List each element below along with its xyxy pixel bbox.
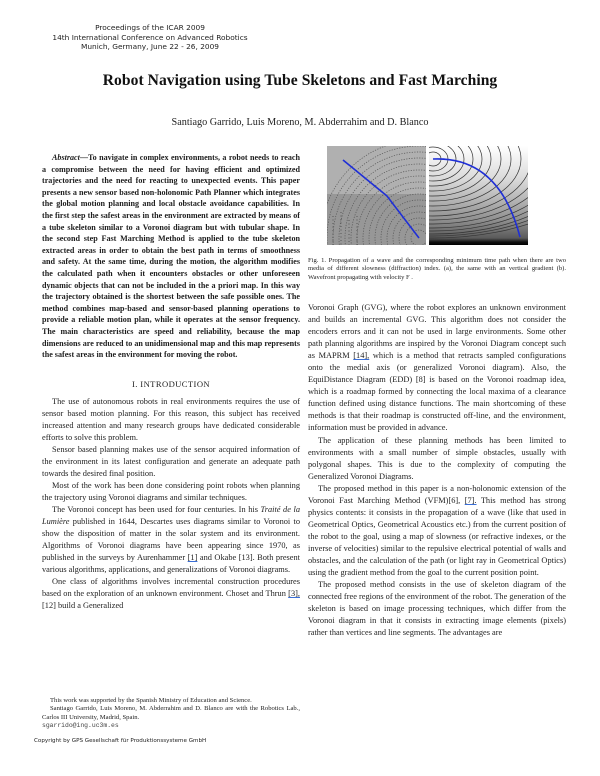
citation-link-3[interactable]: [3], <box>288 589 300 598</box>
paper-authors: Santiago Garrido, Luis Moreno, M. Abderr… <box>171 117 429 128</box>
right-paragraph-4: The proposed method consists in the use … <box>308 580 566 638</box>
figure-1-caption: Fig. 1. Propagation of a wave and the co… <box>308 257 566 281</box>
text-run: One class of algorithms involves increme… <box>42 577 300 598</box>
figure-1b-image <box>429 146 528 245</box>
text-run: The Voronoi concept has been used for fo… <box>52 505 261 514</box>
citation-link-1[interactable]: [1] <box>187 553 198 562</box>
text-run: and Okabe [13]. Both present various alg… <box>42 553 300 574</box>
abstract-text: —To navigate in complex environments, a … <box>42 153 300 360</box>
right-paragraph-3: The proposed method in this paper is a n… <box>308 483 566 579</box>
minimum-time-path-a <box>342 159 420 239</box>
text-run: The proposed method in this paper is a n… <box>308 483 566 505</box>
right-paragraph-2: The application of these planning method… <box>308 435 566 481</box>
intro-paragraph-1: The use of autonomous robots in real env… <box>42 397 300 442</box>
text-run: which is a method that retracts sampled … <box>308 351 566 433</box>
right-column-text: Voronoi Graph (GVG), where the robot exp… <box>308 302 566 639</box>
copyright-notice: Copyright by GPS Gesellschaft für Produk… <box>34 738 207 744</box>
section-heading-introduction: I. INTRODUCTION <box>131 379 211 389</box>
proceedings-line-2: 14th International Conference on Advance… <box>52 32 248 42</box>
intro-paragraph-4: The Voronoi concept has been used for fo… <box>42 504 300 576</box>
text-run: Voronoi Graph (GVG), where the robot exp… <box>308 303 566 361</box>
footnote: This work was supported by the Spanish M… <box>42 697 300 730</box>
citation-link-7[interactable]: [7]. <box>464 495 477 505</box>
footnote-email: sgarrido@ing.uc3m.es <box>42 721 119 729</box>
italic-title: Traité de la Lumière <box>42 505 300 526</box>
footnote-funding: This work was supported by the Spanish M… <box>50 697 252 704</box>
text-run: This method has strong physics contents:… <box>308 495 566 578</box>
citation-link-14[interactable]: [14], <box>353 351 370 361</box>
proceedings-line-1: Proceedings of the ICAR 2009 <box>95 23 205 32</box>
intro-paragraph-5: One class of algorithms involves increme… <box>42 576 300 612</box>
intro-paragraph-2: Sensor based planning makes use of the s… <box>42 445 300 478</box>
proceedings-header: Proceedings of the ICAR 2009 14th Intern… <box>0 23 300 52</box>
paper-title: Robot Navigation using Tube Skeletons an… <box>102 72 498 89</box>
proceedings-line-3: Munich, Germany, June 22 - 26, 2009 <box>80 42 220 52</box>
intro-paragraph-3: Most of the work has been done consideri… <box>42 481 300 502</box>
right-paragraph-1: Voronoi Graph (GVG), where the robot exp… <box>308 302 566 435</box>
text-run: [12] build a Generalized <box>42 601 124 610</box>
abstract: Abstract—To navigate in complex environm… <box>42 152 300 361</box>
footnote-affiliation: Santiago Garrido, Luis Moreno, M. Abderr… <box>42 705 300 721</box>
abstract-label: Abstract <box>52 153 80 162</box>
wavefront-two-media-plot <box>327 146 426 245</box>
introduction-section: I. INTRODUCTION The use of autonomous ro… <box>42 371 300 612</box>
figure-1a-image <box>327 146 426 245</box>
minimum-time-path-b <box>432 158 521 238</box>
text-run: published in 1644, Descartes uses diagra… <box>42 517 300 562</box>
wavefront-vertical-gradient-plot <box>429 146 528 239</box>
